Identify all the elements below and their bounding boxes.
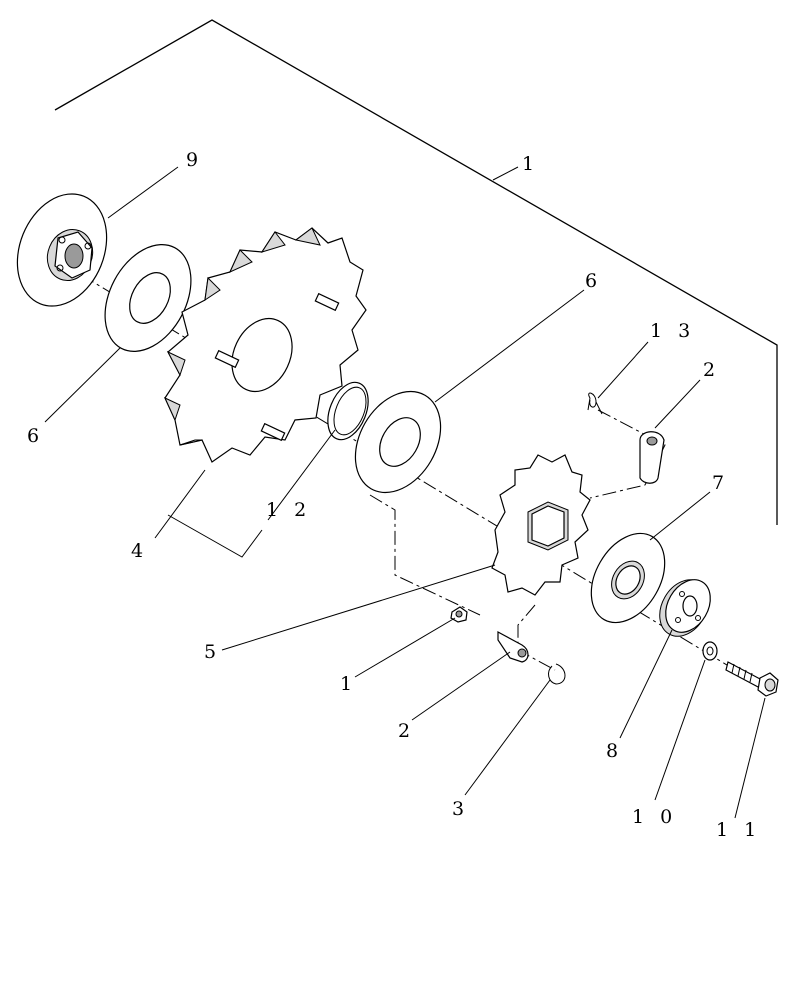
hub-flange-part-9 bbox=[16, 193, 108, 307]
callout-4: 4 bbox=[131, 540, 148, 562]
callout-8: 8 bbox=[606, 740, 623, 762]
large-sprocket-part-4 bbox=[163, 227, 367, 463]
callout-2-top: 2 bbox=[703, 359, 720, 381]
nut-part-1-small bbox=[450, 606, 468, 623]
callout-11: 1 1 bbox=[716, 819, 761, 841]
latch-pin-part-2-bottom bbox=[497, 630, 529, 663]
callout-12: 1 2 bbox=[266, 499, 311, 521]
callout-2-bottom: 2 bbox=[398, 720, 415, 742]
latch-pawl-part-2-top bbox=[639, 431, 665, 484]
assembly-bracket bbox=[54, 19, 778, 525]
small-sprocket-part-5 bbox=[491, 454, 591, 596]
callout-5: 5 bbox=[204, 641, 221, 663]
friction-disc-part-7 bbox=[590, 532, 666, 624]
callout-13: 1 3 bbox=[650, 320, 695, 342]
washer-part-6-left bbox=[104, 244, 192, 352]
clip-ring-part-3 bbox=[548, 663, 566, 685]
callout-6-left: 6 bbox=[27, 425, 44, 447]
callout-9: 9 bbox=[186, 149, 203, 171]
callout-6-right: 6 bbox=[585, 270, 602, 292]
snap-ring-part-12 bbox=[327, 381, 369, 441]
callout-labels: 1 9 6 6 1 3 2 7 1 2 4 5 1 2 3 8 1 0 1 1 bbox=[27, 149, 761, 841]
small-washer-part-10 bbox=[702, 641, 718, 661]
callout-10: 1 0 bbox=[632, 806, 677, 828]
callout-3: 3 bbox=[452, 798, 469, 820]
callout-1-bottom: 1 bbox=[340, 673, 357, 695]
bolt-part-11 bbox=[725, 661, 779, 697]
callout-1-top: 1 bbox=[522, 153, 539, 175]
spring-part-13 bbox=[587, 392, 603, 415]
leader-lines bbox=[44, 166, 766, 819]
washer-part-6-right bbox=[354, 390, 442, 494]
retainer-plate-part-8 bbox=[659, 579, 711, 637]
callout-7: 7 bbox=[712, 472, 729, 494]
